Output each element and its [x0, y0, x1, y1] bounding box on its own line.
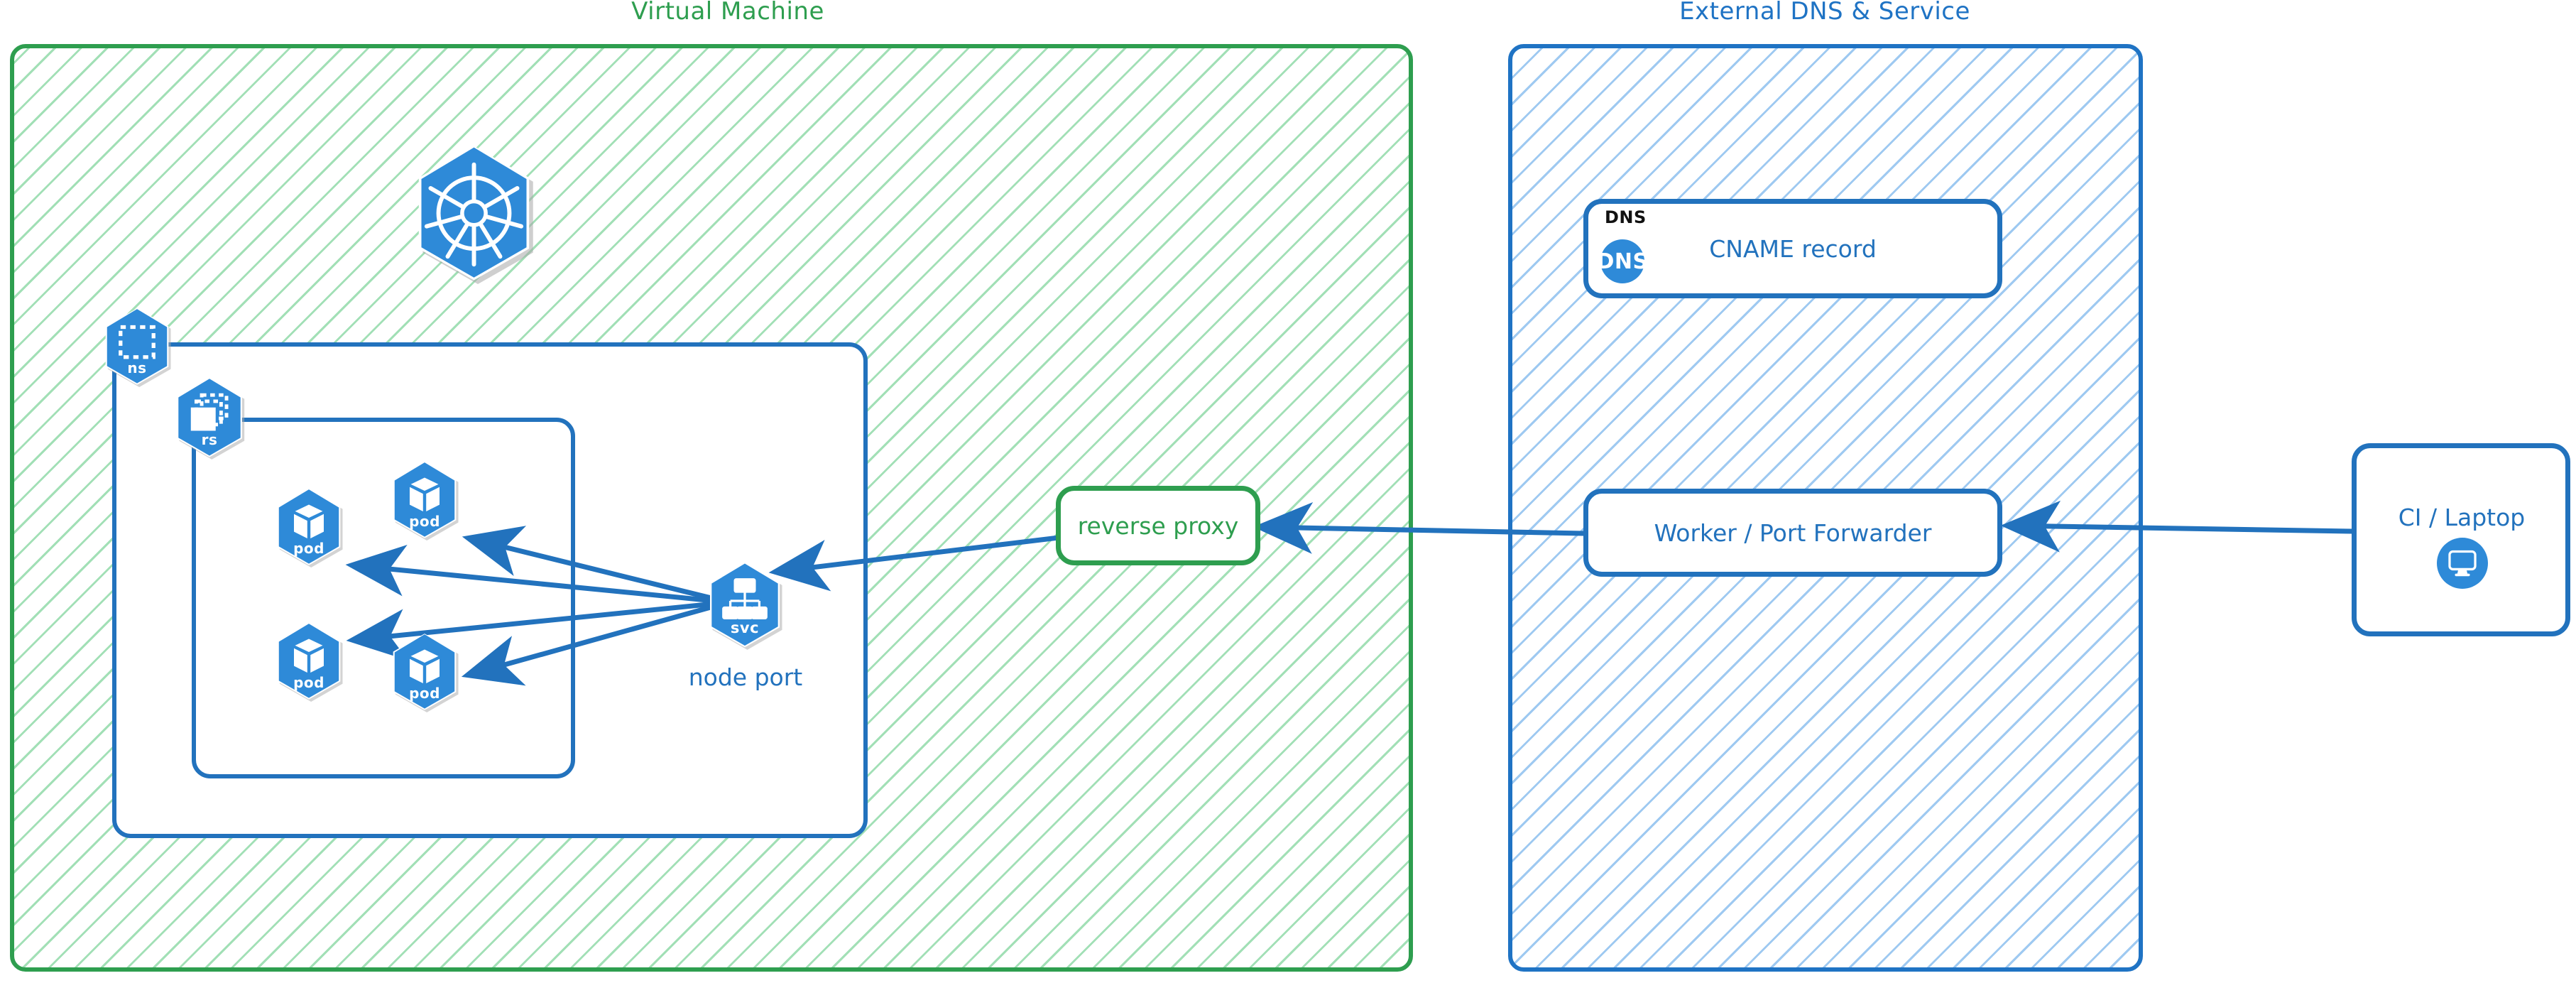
pod-icon-1: pod: [271, 487, 346, 568]
monitor-icon: [2437, 538, 2488, 589]
pod-icon-4: pod: [387, 632, 462, 713]
service-icon: svc: [703, 561, 787, 651]
replicaset-boundary: [192, 418, 575, 778]
worker-port-forwarder-box[interactable]: Worker / Port Forwarder: [1583, 489, 2002, 577]
replicaset-icon: rs: [170, 376, 249, 460]
group-title-virtual-machine: Virtual Machine: [631, 0, 824, 26]
dns-cname-record-box[interactable]: CNAME record: [1583, 199, 2002, 298]
reverse-proxy-label: reverse proxy: [1077, 511, 1239, 540]
pod-icon-3: pod: [271, 621, 346, 702]
worker-port-forwarder-label: Worker / Port Forwarder: [1654, 518, 1932, 547]
dns-badge-text: DNS: [1596, 249, 1649, 274]
ci-laptop-label: CI / Laptop: [2398, 503, 2526, 531]
dns-badge-icon: DNS: [1596, 239, 1648, 283]
cname-record-label: CNAME record: [1709, 234, 1877, 263]
reverse-proxy-box[interactable]: reverse proxy: [1056, 486, 1260, 565]
kubernetes-logo: [408, 143, 540, 286]
group-title-external-dns-service: External DNS & Service: [1679, 0, 1970, 26]
pod-icon-2: pod: [387, 460, 462, 541]
dns-tag-label: DNS: [1605, 207, 1647, 227]
node-port-caption: node port: [688, 663, 803, 691]
namespace-icon: ns: [99, 307, 175, 388]
